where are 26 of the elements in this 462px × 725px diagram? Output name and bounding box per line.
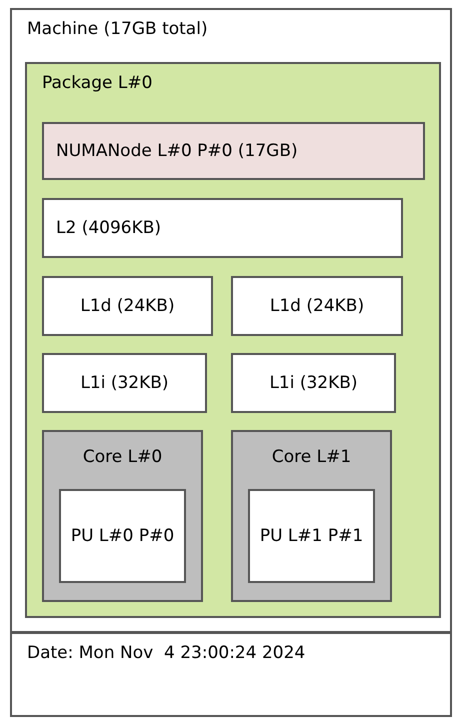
node-label: Date: Mon Nov 4 23:00:24 2024 xyxy=(27,642,306,664)
node-label: Core L#1 xyxy=(272,446,352,468)
node-label: L1i (32KB) xyxy=(269,372,358,394)
machine-box xyxy=(10,8,452,633)
node-label: NUMANode L#0 P#0 (17GB) xyxy=(56,140,298,162)
cache-box xyxy=(42,353,207,413)
node-label: L1d (24KB) xyxy=(270,295,364,317)
core-box xyxy=(42,430,203,602)
info-box xyxy=(10,632,452,717)
cache-box xyxy=(231,353,396,413)
processing-unit-box xyxy=(248,489,375,583)
cache-box xyxy=(231,276,403,336)
node-label: L2 (4096KB) xyxy=(56,217,162,239)
numa-node-box xyxy=(42,122,425,180)
node-label: Machine (17GB total) xyxy=(27,18,208,40)
node-label: PU L#0 P#0 xyxy=(70,525,176,548)
node-label: Core L#0 xyxy=(82,446,162,468)
node-label: L1d (24KB) xyxy=(80,295,175,317)
node-label: Package L#0 xyxy=(42,72,152,94)
package-box xyxy=(25,62,441,618)
cache-box xyxy=(42,276,213,336)
node-label: L1i (32KB) xyxy=(80,372,169,394)
core-box xyxy=(231,430,392,602)
node-label: PU L#1 P#1 xyxy=(258,525,364,548)
processing-unit-box xyxy=(59,489,186,583)
cache-box xyxy=(42,198,403,258)
